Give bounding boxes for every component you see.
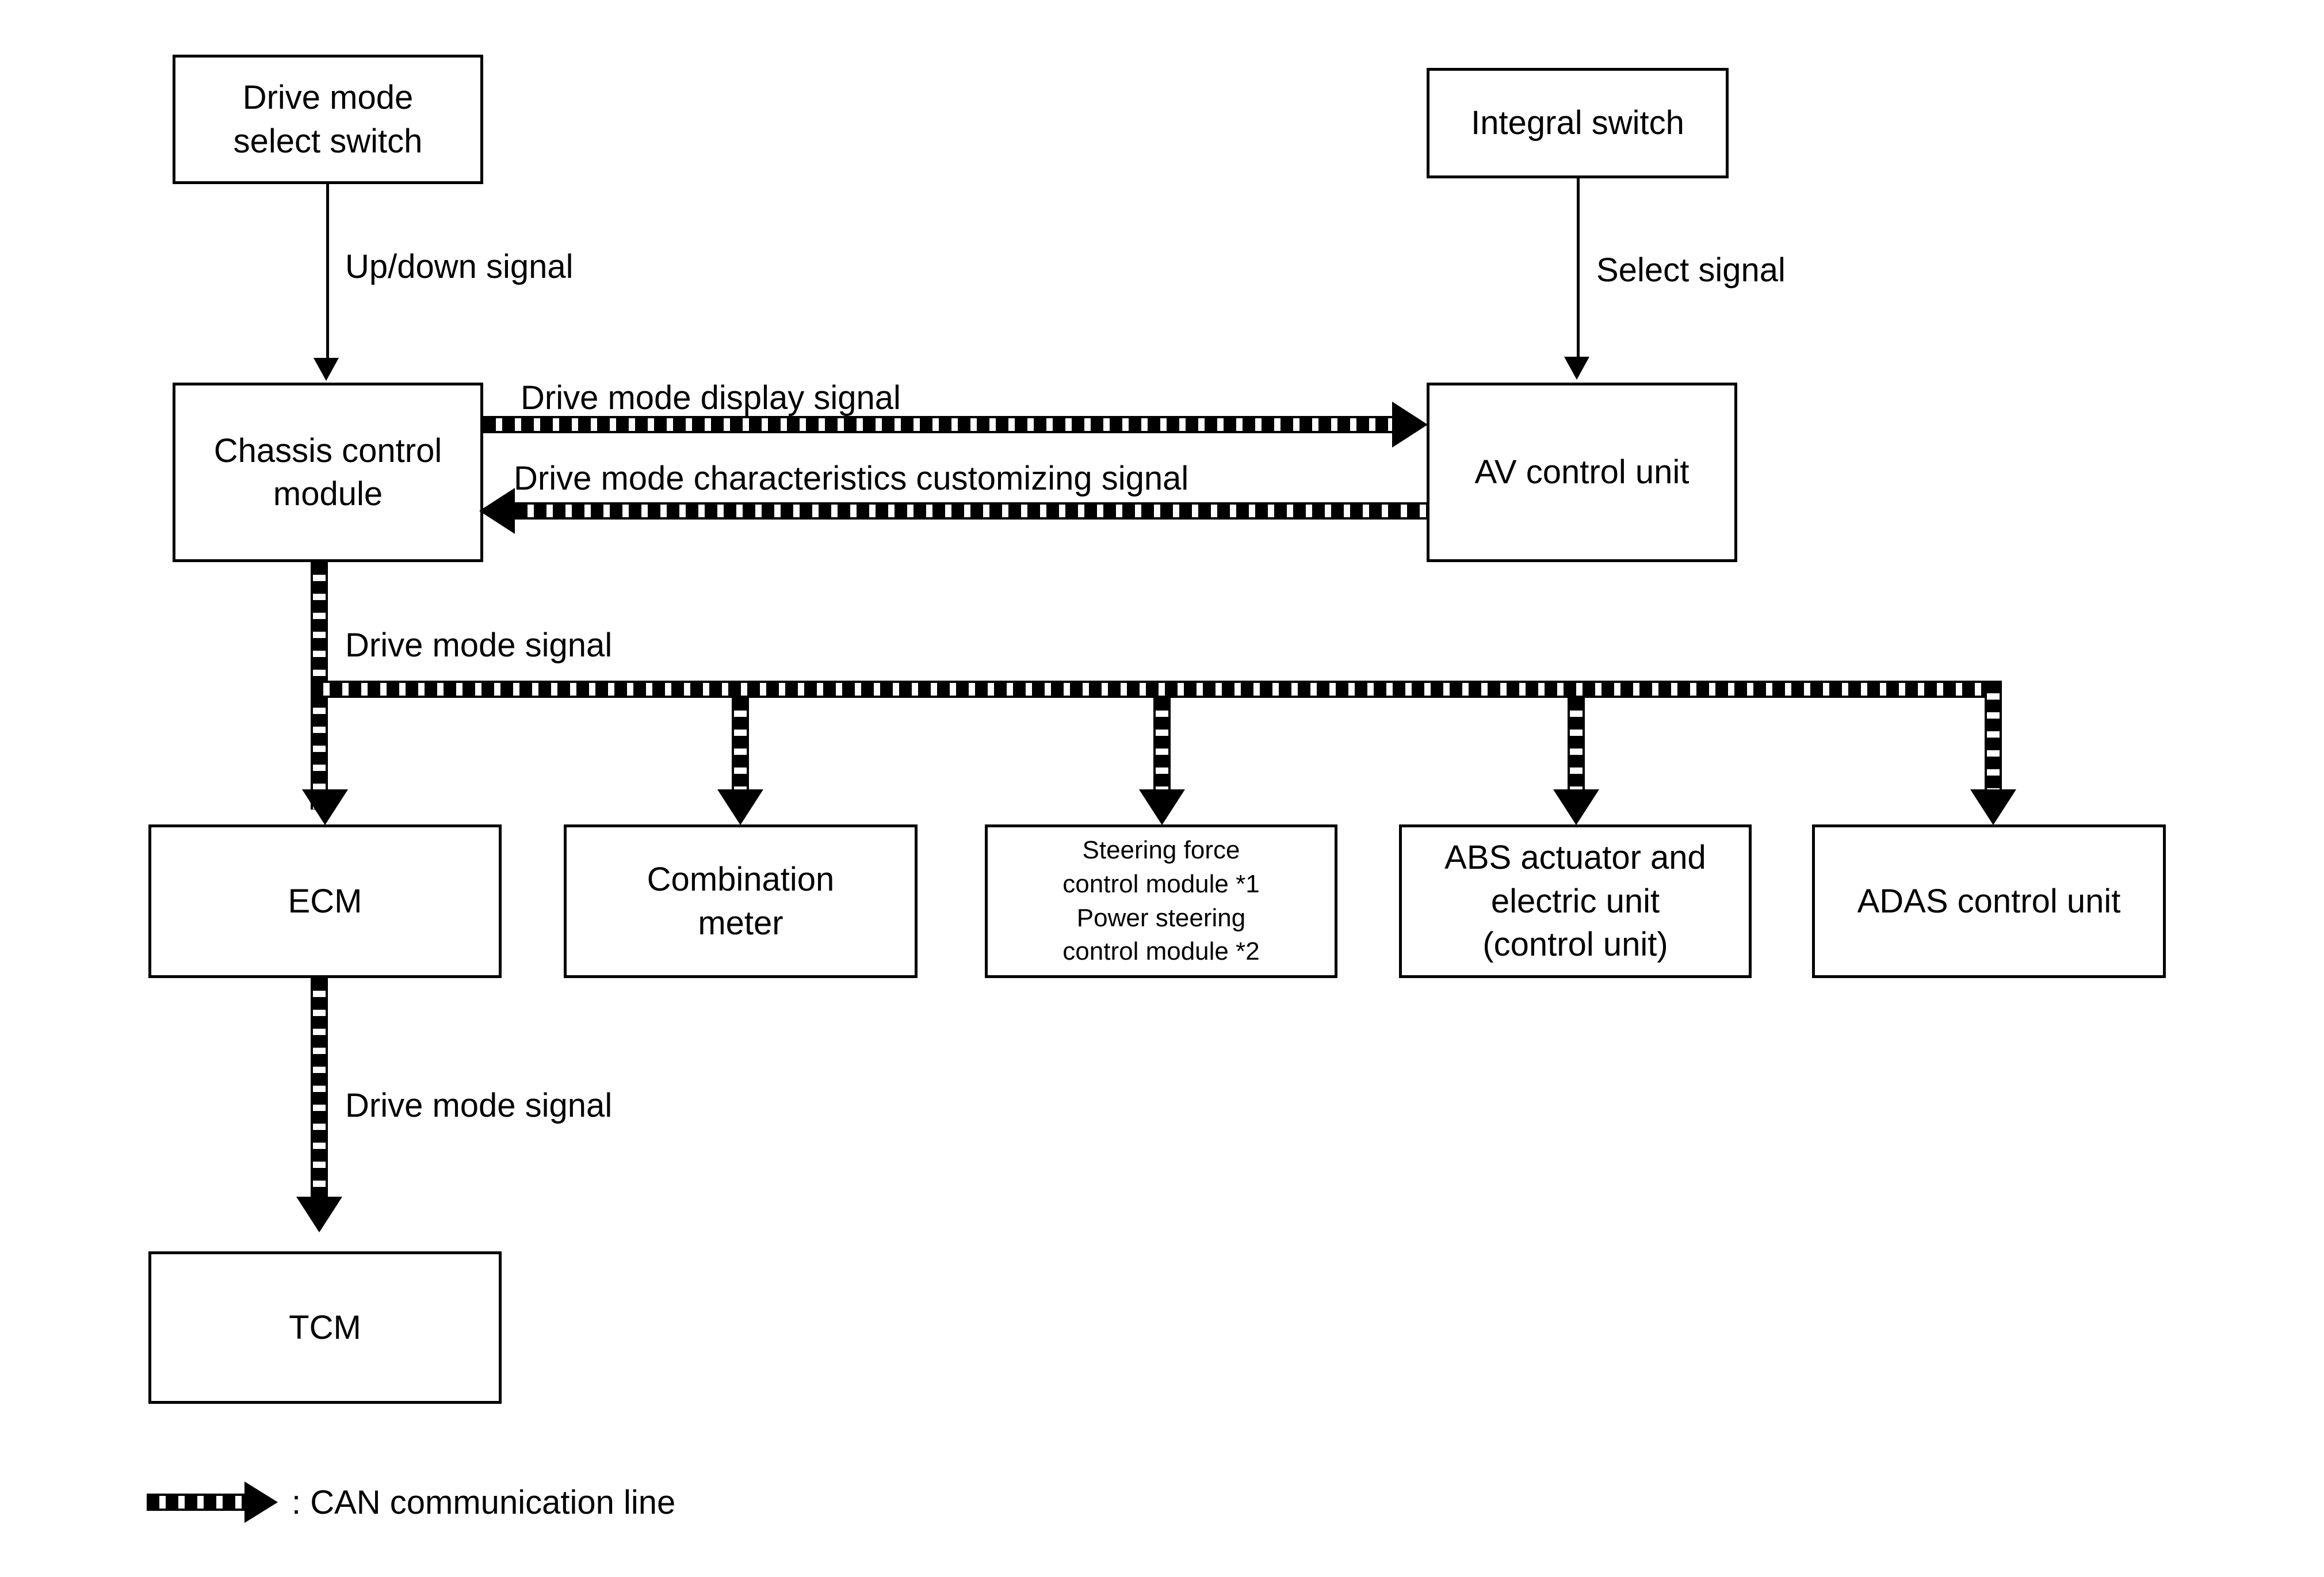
arrowhead-down-icon [314,358,339,381]
signal-label-drive-mode-bus: Drive mode signal [345,627,613,664]
legend-label: : CAN communication line [292,1483,676,1521]
node-label: Combination meter [647,861,835,942]
signal-label-select: Select signal [1596,251,1786,289]
arrowhead-down-icon [1564,357,1589,380]
node-label: ECM [288,882,362,920]
arrowhead-left-icon [479,488,515,534]
node-label: Integral switch [1471,104,1684,142]
can-branch-combination-meter [732,698,749,790]
connector-select-switch-to-chassis [326,184,329,360]
node-label: TCM [289,1308,361,1346]
signal-label-drive-mode-ecm-tcm: Drive mode signal [345,1087,613,1124]
arrowhead-down-icon [1553,789,1599,825]
can-branch-adas-control-unit [1985,681,2002,790]
node-steering-control-module[interactable]: Steering force control module *1 Power s… [985,824,1337,978]
node-ecm[interactable]: ECM [148,824,502,978]
signal-label-customizing: Drive mode characteristics customizing s… [514,460,1189,497]
arrowhead-down-icon [1970,789,2016,825]
node-tcm[interactable]: TCM [148,1251,502,1404]
node-label: AV control unit [1474,453,1690,491]
node-label: Chassis control module [213,432,442,513]
node-label: ABS actuator and electric unit (control … [1444,839,1706,964]
can-line-drive-mode-bus [311,681,2002,698]
arrowhead-down-icon [1139,789,1185,825]
node-av-control-unit[interactable]: AV control unit [1427,383,1737,562]
node-label: ADAS control unit [1857,882,2121,920]
node-abs-actuator-and-electric-unit[interactable]: ABS actuator and electric unit (control … [1399,824,1752,978]
node-chassis-control-module[interactable]: Chassis control module [173,383,483,562]
can-branch-abs-actuator [1568,698,1585,790]
node-drive-mode-select-switch[interactable]: Drive mode select switch [173,55,483,184]
legend: : CAN communication line [147,1481,675,1523]
connector-integral-switch-to-av [1577,178,1580,358]
node-combination-meter[interactable]: Combination meter [564,824,918,978]
can-branch-steering-module [1153,698,1171,790]
can-line-display-signal [483,416,1395,433]
signal-label-display: Drive mode display signal [521,379,901,417]
arrowhead-right-icon [244,1481,278,1523]
can-line-customizing-signal [515,502,1427,520]
node-adas-control-unit[interactable]: ADAS control unit [1812,824,2166,978]
node-integral-switch[interactable]: Integral switch [1427,68,1729,178]
signal-label-up-down: Up/down signal [345,248,574,285]
arrowhead-down-icon [296,1197,342,1232]
arrowhead-down-icon [302,789,348,825]
can-line-ecm-to-tcm [311,978,328,1200]
node-label: Steering force control module *1 Power s… [1062,835,1260,966]
arrowhead-down-icon [717,789,763,825]
node-label: Drive mode select switch [233,79,423,160]
arrowhead-right-icon [1392,402,1428,448]
can-line-sample-icon [147,1494,244,1511]
